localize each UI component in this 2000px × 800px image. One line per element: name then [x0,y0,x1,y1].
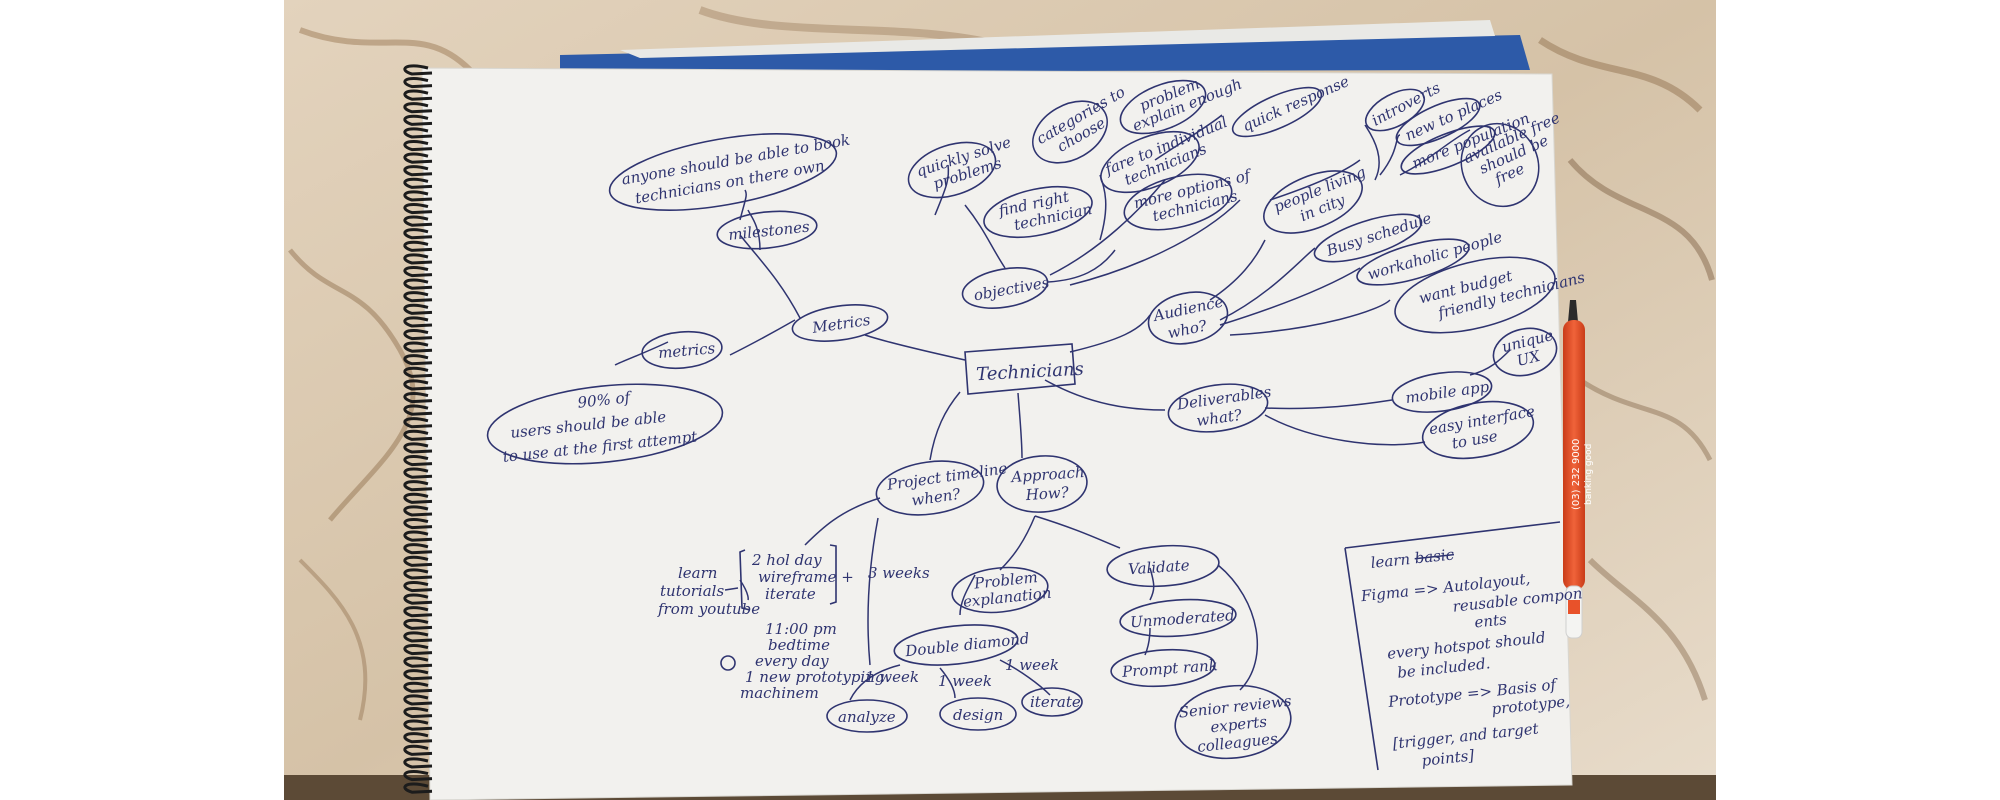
spiral-coil [403,127,433,139]
spiral-coil [403,706,433,719]
spiral-coil [403,606,433,618]
spiral-coil [403,480,433,492]
spiral-coil [403,769,433,782]
node-two-hol-day: 2 hol day wireframe + iterate [739,544,859,611]
spiral-coil [403,76,433,89]
spiral-coil [403,593,433,605]
spiral-coil [403,681,433,693]
spiral-coil [403,757,433,769]
pen-imprint-phone: (03) 232 9000 [1571,439,1582,510]
node-eleven-pm: 11:00 pm bedtime every day 1 new prototy… [720,620,889,702]
node-senior-reviews: Senior reviews experts colleagues [1174,684,1293,760]
node-three-weeks: 3 weeks [868,564,930,582]
blue-folder [560,20,1530,72]
spiral-coil [403,580,433,593]
learn-box-struck: basic [1414,545,1456,567]
spiral-coil [403,253,433,265]
spiral-coil [403,291,433,303]
node-iterate: iterate [1021,687,1083,717]
spiral-coil [403,139,433,152]
mind-map: Technicians Metrics milestones anyone sh… [486,72,1587,771]
spiral-coil [403,631,433,643]
learn-box-title: learn [1370,550,1416,573]
spiral-coil [403,505,433,517]
spiral-coil [403,467,433,479]
spiral-coil [403,152,433,164]
spiral-coil [403,404,433,416]
week-label-1: 1 week [865,668,919,686]
spiral-coil [403,379,433,391]
node-design: design [939,697,1017,731]
spiral-coil [403,165,433,177]
spiral-coil [403,618,433,630]
spiral-coil [403,530,433,542]
spiral-coil [403,732,433,744]
svg-text:design: design [953,706,1003,724]
spiral-coil [403,454,433,467]
spiral-coil [403,202,433,215]
spiral-coil [403,303,433,315]
node-metrics-child: metrics [641,330,723,370]
orange-pen: (03) 232 9000 banking good [1563,300,1594,639]
spiral-coil [403,429,433,441]
node-validate: Validate [1106,544,1220,588]
spiral-coil [403,190,433,202]
spiral-coil [403,265,433,278]
spiral-coil [403,177,433,189]
node-analyze: analyze [826,699,908,733]
spiral-coil [403,417,433,429]
svg-text:iterate: iterate [1030,693,1081,711]
svg-text:11:00 pm bedtime: 11:00 pm bedtime every day 1 new prototy… [740,620,889,702]
week-label-2: 1 week [938,672,992,690]
spiral-binding [403,64,433,794]
mind-map-links [614,114,1511,701]
spiral-coil [403,656,433,668]
spiral-coil [403,278,433,290]
spiral-coil [403,517,433,530]
svg-text:3 weeks: 3 weeks [868,564,930,582]
spiral-coil [403,328,433,341]
spiral-coil [403,354,433,366]
spiral-coil [403,114,433,126]
spiral-coil [403,240,433,252]
spiral-coil [403,643,433,656]
week-label-3: 1 week [1005,656,1059,674]
svg-text:Validate: Validate [1128,556,1191,578]
svg-text:2 hol day wireframe +: 2 hol day wireframe + iterate [751,551,859,603]
svg-text:learn tutorials: learn tutorials from youtube [657,564,760,618]
svg-text:(03) 232 9000: (03) 232 9000 [1571,439,1582,510]
svg-text:banking good: banking good [1584,444,1594,505]
spiral-coil [403,719,433,731]
spiral-coil [403,694,433,706]
node-metrics-child-label: metrics [657,339,716,362]
spiral-coil [403,669,433,681]
svg-text:analyze: analyze [838,708,896,726]
spiral-coil [403,492,433,504]
svg-text:Approach How?: Approach How? [1009,463,1091,505]
spiral-coil [403,543,433,555]
spiral-coil [403,366,433,378]
spiral-coil [403,391,433,404]
spiral-coil [403,568,433,580]
spiral-coil [403,64,433,76]
spiral-sketchbook [421,67,1573,800]
spiral-coil [403,316,433,328]
spiral-coil [403,782,433,794]
spiral-coil [403,89,433,101]
spiral-coil [403,228,433,240]
pen-imprint-brand: banking good [1584,444,1594,505]
spiral-coil [403,744,433,756]
node-approach: Approach How? [996,455,1091,513]
spiral-coil [403,341,433,353]
spiral-coil [403,555,433,567]
spiral-coil [403,215,433,227]
spiral-coil [403,102,433,114]
node-learn-tutorials: learn tutorials from youtube [657,564,760,618]
spiral-coil [403,442,433,454]
